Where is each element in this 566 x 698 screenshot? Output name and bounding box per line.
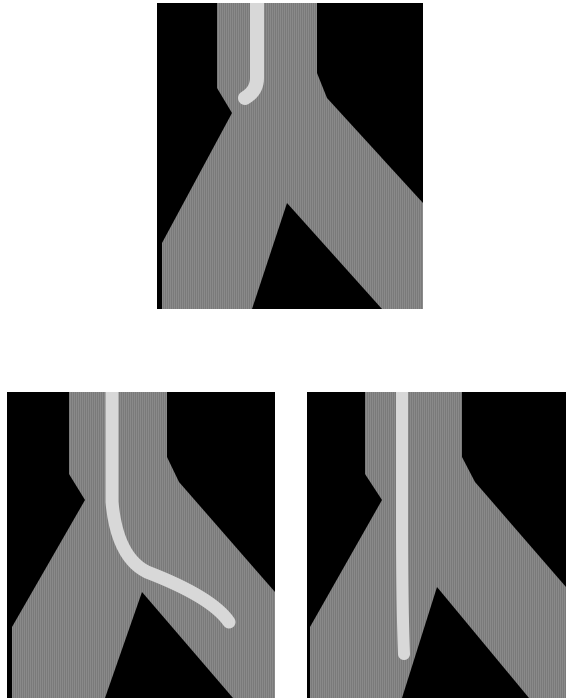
catheter-shape [402,392,404,654]
vessel-image-top [157,3,423,309]
vessel-image-bottom-right [307,392,566,698]
vessel-shape [310,392,566,698]
vessel-panel-bottom-right [307,392,566,698]
vessel-panel-bottom-left [7,392,275,698]
vessel-image-bottom-left [7,392,275,698]
vessel-panel-top [157,3,423,309]
vessel-shape [162,3,423,309]
vessel-shape [12,392,275,698]
